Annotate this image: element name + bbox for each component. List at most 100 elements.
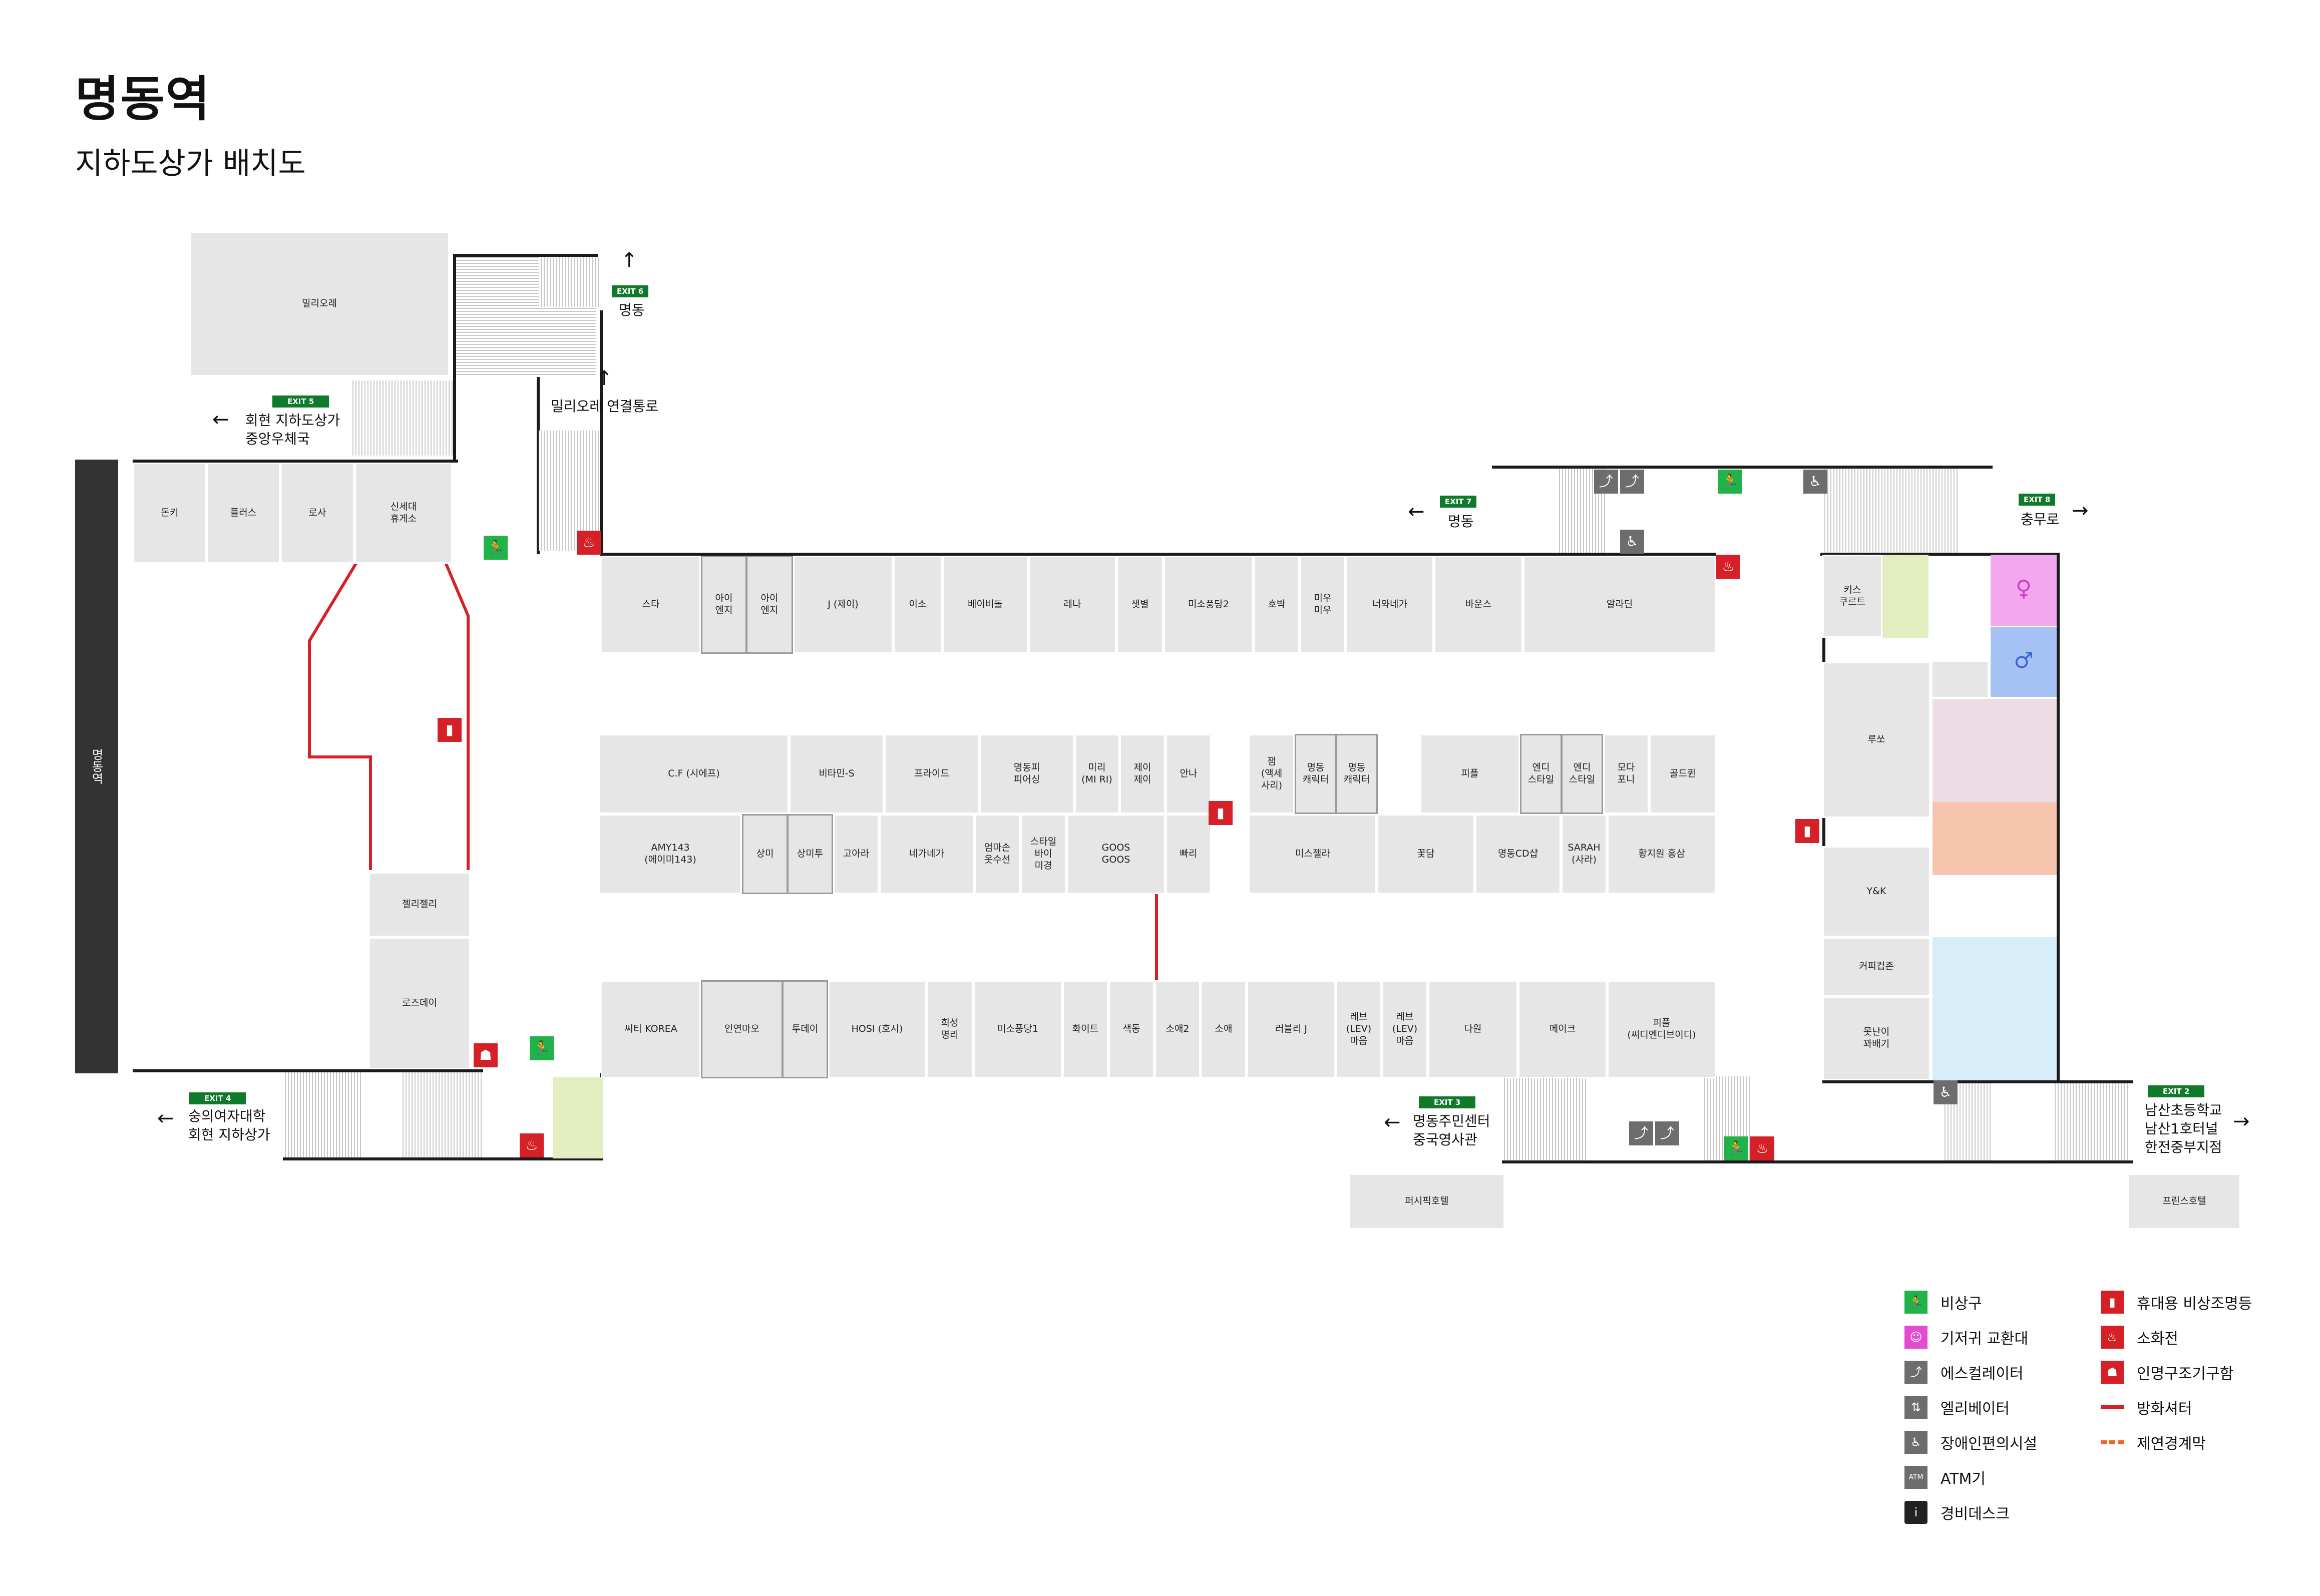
accessible-icon: ♿ — [1904, 1431, 1927, 1454]
diaper-table-icon: ☺ — [1904, 1326, 1927, 1349]
shop-pibeum-a: 피플 — [1420, 734, 1520, 814]
shop-ssiti-korea: 씨티 KOREA — [601, 980, 701, 1078]
shop-star: 스타 — [601, 556, 701, 654]
shop-white: 화이트 — [1062, 980, 1108, 1078]
exit3-label: 명동주민센터 중국영사관 — [1413, 1113, 1490, 1148]
shop-kkotdam: 꽃담 — [1377, 814, 1475, 894]
shop-soae2: 소애2 — [1154, 980, 1201, 1078]
exit6-arrow: ↑ — [621, 249, 638, 272]
shop-pacific-hotel: 퍼시픽호텔 — [1349, 1173, 1505, 1230]
exit3-arrow: ← — [1384, 1111, 1401, 1134]
legend-label: 경비데스크 — [1941, 1505, 2010, 1523]
shop-tuday: 투데이 — [782, 980, 828, 1078]
legend-item-elevator: ⇅ 엘리베이터 — [1904, 1396, 2010, 1419]
exit7-label: 명동 — [1448, 513, 1474, 530]
exit2-arrow: → — [2233, 1110, 2250, 1133]
shop-anna: 안나 — [1166, 734, 1212, 814]
escalator-icon: ⤴ — [1629, 1121, 1653, 1145]
exit2-badge[interactable]: EXIT 2 — [2148, 1085, 2205, 1097]
shop-goos: GOOS GOOS — [1066, 814, 1166, 894]
rescue-kit-icon: ☗ — [474, 1043, 498, 1067]
shop-iso: 이소 — [893, 556, 942, 654]
shop-miumiu: 미우 미우 — [1300, 556, 1346, 654]
zone-gray-small — [1932, 662, 1988, 697]
shop-coffee: 커피컵존 — [1822, 937, 1930, 996]
shop-make: 메이크 — [1518, 980, 1607, 1078]
legend-label: 방화셔터 — [2137, 1400, 2192, 1418]
shop-donki: 돈키 — [133, 463, 207, 564]
legend-label: 제연경계막 — [2137, 1435, 2206, 1453]
shop-gorah: 고아라 — [833, 814, 879, 894]
shop-inyeon: 인연마오 — [701, 980, 783, 1078]
legend-item-accessible: ♿ 장애인편의시설 — [1904, 1431, 2037, 1454]
shop-hwang-hong: 황지원 홍삼 — [1607, 814, 1716, 894]
shop-char-2: 명동 캐릭터 — [1336, 734, 1378, 814]
shop-negane: 네가네가 — [879, 814, 974, 894]
emergency-lamp-icon: ▮ — [1209, 801, 1233, 825]
shop-sangmi: 상미 — [742, 814, 788, 894]
exit4-arrow: ← — [157, 1107, 174, 1130]
male-restroom-icon: ♂ — [2014, 648, 2034, 673]
emergency-lamp-icon: ▮ — [1795, 819, 1819, 843]
shop-hobak: 호박 — [1254, 556, 1300, 654]
restroom-female — [1991, 555, 2057, 626]
legend-label: ATM기 — [1941, 1470, 1986, 1488]
shop-missjella: 미스젤라 — [1249, 814, 1377, 894]
shop-jellyjelly: 젤리젤리 — [368, 872, 471, 937]
shop-setbyul: 샛별 — [1116, 556, 1164, 654]
exit8-label: 충무로 — [2021, 511, 2060, 528]
shop-rosestay: 로즈데이 — [368, 937, 471, 1069]
shop-style-by-mi: 스타일 바이 미경 — [1020, 814, 1066, 894]
exit4-label: 숭의여자대학 회현 지하상가 — [188, 1108, 270, 1143]
shop-amy143: AMY143 (에이미143) — [599, 814, 742, 894]
legend-item-smoke-curtain: 제연경계막 — [2101, 1431, 2206, 1454]
emergency-exit-icon: 🏃 — [1718, 470, 1742, 494]
exit7-badge[interactable]: EXIT 7 — [1440, 496, 1477, 508]
exit5-label: 회현 지하도상가 중앙우체국 — [245, 412, 340, 447]
shop-motnani: 못난이 꽈배기 — [1822, 996, 1930, 1080]
exit5-badge[interactable]: EXIT 5 — [272, 395, 329, 408]
shop-rosa: 로사 — [280, 463, 354, 564]
fire-shutter-swatch — [2101, 1405, 2124, 1409]
millioré-link-arrow: ↑ — [596, 367, 613, 390]
exit7-arrow: ← — [1408, 500, 1425, 523]
restroom-male — [1991, 627, 2057, 697]
station-platform: 명동역 — [75, 460, 118, 1073]
shop-plus: 플러스 — [206, 463, 280, 564]
page-subtitle: 지하도상가 배치도 — [75, 146, 306, 181]
exit6-badge[interactable]: EXIT 6 — [612, 285, 649, 297]
shop-goldqueen: 골드퀸 — [1649, 734, 1716, 814]
page-title: 명동역 — [75, 71, 211, 127]
shop-j-jay: J (제이) — [793, 556, 893, 654]
shop-endi-2: 엔디 스타일 — [1561, 734, 1603, 814]
shop-char-1: 명동 캐릭터 — [1295, 734, 1337, 814]
legend-label: 기저귀 교환대 — [1941, 1330, 2029, 1348]
shop-bauns: 바운스 — [1434, 556, 1523, 654]
shop-sarah: SARAH (사라) — [1561, 814, 1607, 894]
exit8-badge[interactable]: EXIT 8 — [2019, 494, 2056, 506]
zone-salmon — [1932, 802, 2057, 875]
millioré-link-label[interactable]: 밀리오레 연결통로 — [551, 398, 658, 415]
shop-mirri: 미리 (MI RI) — [1074, 734, 1119, 814]
exit8-arrow: → — [2072, 499, 2089, 522]
legend-label: 비상구 — [1941, 1295, 1982, 1313]
fire-hydrant-icon: ♨ — [577, 531, 601, 555]
security-desk-icon: i — [1904, 1501, 1927, 1524]
shop-ummason: 엄마손 옷수선 — [974, 814, 1020, 894]
exit3-badge[interactable]: EXIT 3 — [1419, 1096, 1476, 1108]
exit5-arrow: ← — [212, 408, 229, 431]
shop-lusa: 루쏘 — [1822, 662, 1930, 818]
emergency-exit-icon: 🏃 — [484, 536, 508, 560]
atm-icon: ATM — [1904, 1466, 1927, 1489]
shop-misofungdang1: 미소풍당1 — [973, 980, 1062, 1078]
emergency-exit-icon: 🏃 — [1904, 1291, 1927, 1314]
exit2-label: 남산초등학교 남산1호터널 한전중부지점 — [2145, 1102, 2222, 1155]
exit4-badge[interactable]: EXIT 4 — [189, 1092, 246, 1104]
rescue-kit-icon: ☗ — [2101, 1361, 2124, 1384]
legend-item-security-desk: i 경비데스크 — [1904, 1501, 2010, 1524]
legend-label: 휴대용 비상조명등 — [2137, 1295, 2252, 1313]
shop-lovely-j: 러블리 J — [1247, 980, 1336, 1078]
shop-jam: 잼 (액세 사리) — [1249, 734, 1295, 814]
escalator-icon: ⤴ — [1620, 470, 1644, 494]
